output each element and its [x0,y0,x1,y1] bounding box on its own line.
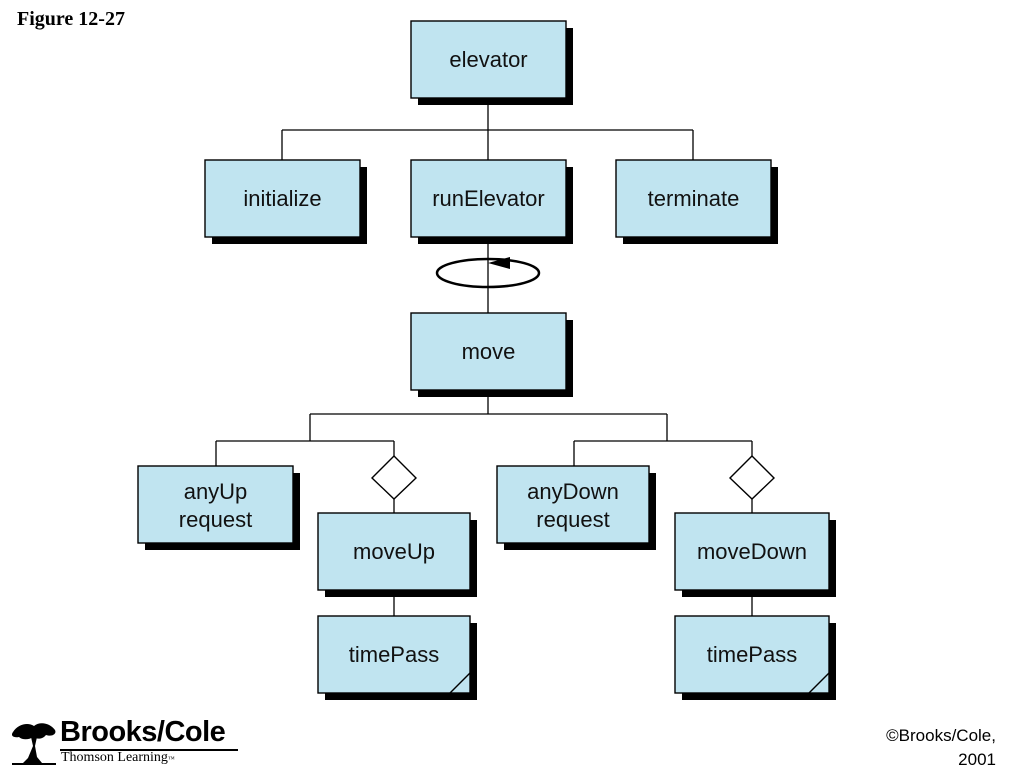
node-timePass-down-label: timePass [707,642,797,667]
brooks-cole-logo: Brooks/Cole Thomson Learning™ [10,716,250,766]
node-moveDown-label: moveDown [697,539,807,564]
brand-sub-text: Thomson Learning [61,750,168,765]
library-module-mark [808,672,830,694]
node-moveDown: moveDown [674,512,836,597]
node-timePass-up-label: timePass [349,642,439,667]
loop-icon [435,257,541,289]
node-runElevator-label: runElevator [432,186,545,211]
node-anyUp-request: anyUp request [137,465,300,550]
tree-icon [11,723,56,765]
node-initialize-label: initialize [243,186,321,211]
node-anyDown-line2: request [536,507,609,532]
node-anyDown-line1: anyDown [527,479,619,504]
connectors [215,100,753,616]
node-elevator-label: elevator [449,47,527,72]
node-anyUp-line1: anyUp [184,479,248,504]
figure-label: Figure 12-27 [17,8,125,30]
node-terminate-label: terminate [648,186,740,211]
node-anyDown-request: anyDown request [496,465,656,550]
node-moveUp: moveUp [317,512,477,597]
copyright-line1: ©Brooks/Cole, [886,726,996,745]
node-anyUp-line2: request [179,507,252,532]
node-elevator: elevator [410,20,573,105]
copyright: ©Brooks/Cole, 2001 [826,724,996,772]
trademark: ™ [167,755,175,763]
node-timePass-up: timePass [317,615,477,700]
brand-name: Brooks/Cole [60,716,226,748]
node-moveUp-label: moveUp [353,539,435,564]
library-module-mark [449,672,471,694]
node-move: move [410,312,573,397]
node-runElevator: runElevator [410,159,573,244]
copyright-line2: 2001 [958,750,996,769]
condition-diamond-up [370,455,418,500]
node-move-label: move [462,339,516,364]
condition-diamond-down [728,455,776,500]
brand-subtitle: Thomson Learning™ [61,750,175,766]
brand-divider [60,749,238,751]
node-initialize: initialize [204,159,367,244]
node-terminate: terminate [615,159,778,244]
node-timePass-down: timePass [674,615,836,700]
